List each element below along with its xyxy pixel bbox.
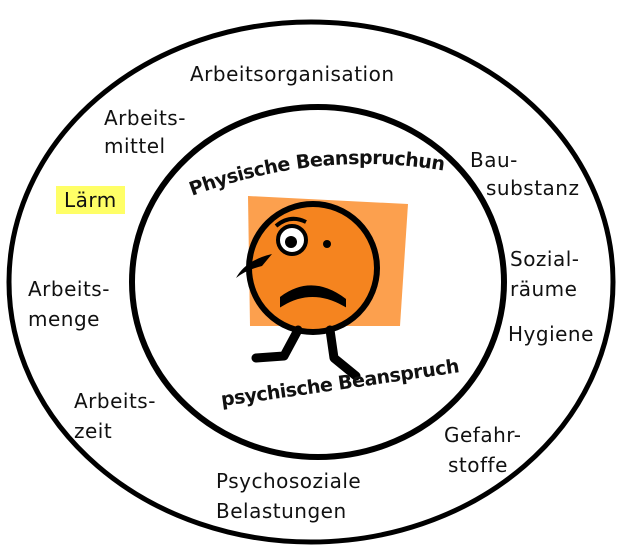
factor-hygiene: Hygiene <box>508 322 594 346</box>
factor-line: substanz <box>486 174 579 202</box>
factor-arbeitsmittel: Arbeits- mittel <box>104 104 186 160</box>
right-eye <box>323 240 331 248</box>
factor-line: zeit <box>74 416 156 446</box>
factor-arbeitszeit: Arbeits- zeit <box>74 386 156 446</box>
right-leg <box>330 330 356 376</box>
factor-gefahrstoffe: Gefahr- stoffe <box>444 420 521 480</box>
factor-arbeitsorganisation: Arbeitsorganisation <box>190 62 395 86</box>
factor-line: Bau- <box>470 146 579 174</box>
factor-line: Belastungen <box>216 496 361 526</box>
face <box>249 204 377 332</box>
factor-line: Arbeits- <box>28 274 110 304</box>
factor-line: stoffe <box>448 450 521 480</box>
factor-line: räume <box>510 274 580 304</box>
left-leg <box>256 330 298 358</box>
factor-line: Psychosoziale <box>216 466 361 496</box>
factor-line: Gefahr- <box>444 420 521 450</box>
factor-line: Lärm <box>64 188 117 212</box>
factor-line: Arbeits- <box>104 104 186 132</box>
factor-line: mittel <box>104 132 186 160</box>
factor-bausubstanz: Bau- substanz <box>470 146 579 202</box>
factor-laerm: Lärm <box>56 186 125 214</box>
factor-line: menge <box>28 304 110 334</box>
factor-arbeitsmenge: Arbeits- menge <box>28 274 110 334</box>
factor-line: Sozial- <box>510 244 580 274</box>
factor-sozialraeume: Sozial- räume <box>510 244 580 304</box>
distressed-face-icon <box>236 196 408 376</box>
factor-line: Hygiene <box>508 322 594 346</box>
factor-line: Arbeitsorganisation <box>190 62 395 86</box>
left-pupil <box>285 236 297 248</box>
factor-psychosoziale-belastungen: Psychosoziale Belastungen <box>216 466 361 526</box>
factor-line: Arbeits- <box>74 386 156 416</box>
